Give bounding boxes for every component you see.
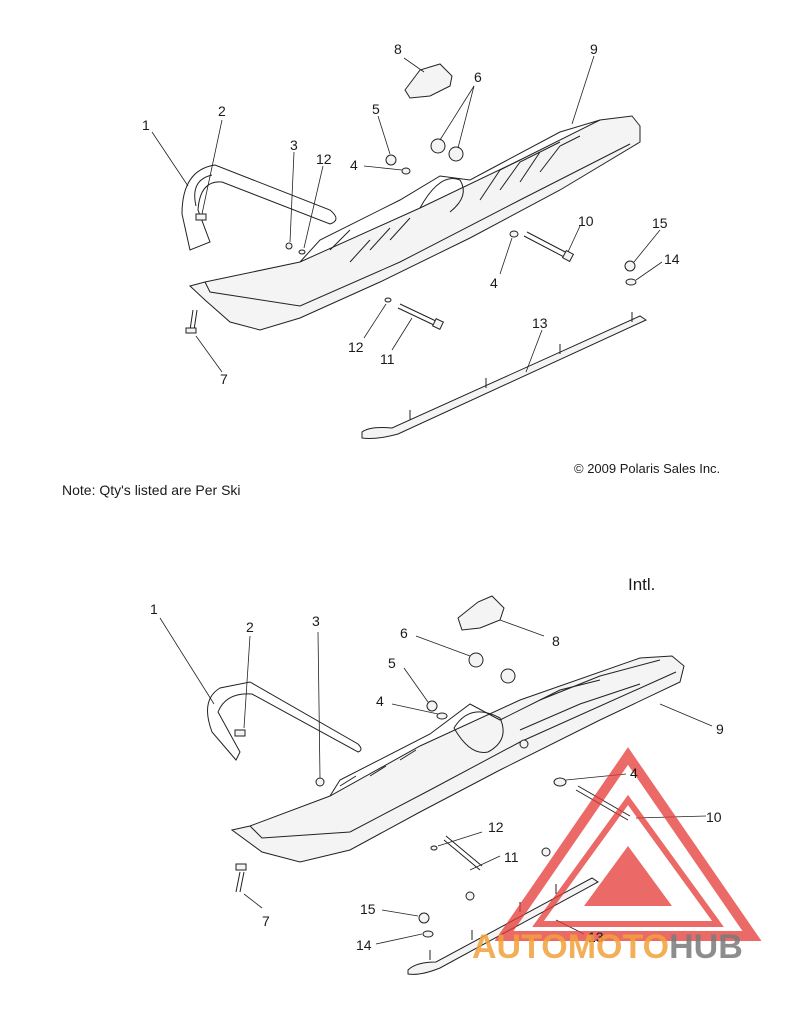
top-callout-1: 1 xyxy=(142,117,150,133)
bottom-callout-4b: 4 xyxy=(630,765,638,781)
bottom-bushing-6b xyxy=(500,668,516,684)
bottom-callout-13: 13 xyxy=(588,929,604,945)
bottom-washer-4b xyxy=(553,777,567,787)
top-callout-10: 10 xyxy=(578,213,594,229)
top-bushing-6a xyxy=(430,138,446,154)
top-callout-14: 14 xyxy=(664,251,680,267)
top-callout-3: 3 xyxy=(290,137,298,153)
bottom-callout-9: 9 xyxy=(716,721,724,737)
top-callout-2: 2 xyxy=(218,103,226,119)
bottom-callout-6: 6 xyxy=(400,625,408,641)
top-bolt-7 xyxy=(189,309,198,331)
bottom-callout-11: 11 xyxy=(504,849,519,865)
top-nut-15 xyxy=(624,260,636,272)
top-wear-bar-13 xyxy=(361,315,648,439)
watermark-text: AUTOMOTOHUB xyxy=(472,928,743,967)
top-callout-5: 5 xyxy=(372,101,380,117)
top-nut-5 xyxy=(385,154,397,166)
top-callout-12b: 12 xyxy=(348,339,364,355)
bottom-bolt-7 xyxy=(235,871,245,893)
bottom-nut-3 xyxy=(315,777,325,787)
top-washer-4b xyxy=(509,230,519,238)
bottom-nut-15 xyxy=(418,912,430,924)
top-callout-4a: 4 xyxy=(350,157,358,173)
top-callout-15: 15 xyxy=(652,215,668,231)
bottom-ski-body xyxy=(230,655,685,863)
bottom-callout-1: 1 xyxy=(150,601,158,617)
top-washer-14 xyxy=(625,278,637,286)
bottom-nut-5 xyxy=(426,700,438,712)
top-handle-loop xyxy=(181,164,337,251)
bottom-callout-12: 12 xyxy=(488,819,504,835)
bottom-washer-4a xyxy=(436,712,448,720)
bottom-callout-15: 15 xyxy=(360,901,376,917)
bottom-callout-7: 7 xyxy=(262,913,270,929)
top-callout-11: 11 xyxy=(380,351,395,367)
bottom-bushing-6a xyxy=(468,652,484,668)
top-washer-12b xyxy=(384,297,392,303)
note-text: Note: Qty's listed are Per Ski xyxy=(62,482,241,498)
watermark-auto: AUTO xyxy=(472,928,568,966)
top-callout-6: 6 xyxy=(474,69,482,85)
top-ski-body xyxy=(188,115,641,331)
top-bushing-6b xyxy=(448,146,464,162)
top-bolt-10 xyxy=(523,231,570,259)
bottom-callout-8: 8 xyxy=(552,633,560,649)
bottom-callout-14: 14 xyxy=(356,937,372,953)
bottom-callout-10: 10 xyxy=(706,809,722,825)
top-nut-3 xyxy=(285,242,293,250)
top-callout-4b: 4 xyxy=(490,275,498,291)
watermark-hub: HUB xyxy=(669,928,743,966)
top-washer-12a xyxy=(298,249,306,255)
bottom-washer-12 xyxy=(430,845,438,851)
intl-label: Intl. xyxy=(628,575,656,594)
bottom-callout-5: 5 xyxy=(388,655,396,671)
bottom-callout-4a: 4 xyxy=(376,693,384,709)
top-part-2 xyxy=(195,213,207,221)
bottom-part-2 xyxy=(234,729,246,737)
top-callout-7: 7 xyxy=(220,371,228,387)
top-washer-4a xyxy=(401,167,411,175)
bottom-washer-14 xyxy=(422,930,434,938)
top-leader-lines xyxy=(151,55,663,373)
bottom-bolt-11 xyxy=(443,835,483,871)
top-callout-12a: 12 xyxy=(316,151,332,167)
bottom-part-8 xyxy=(457,595,505,631)
bottom-callout-3: 3 xyxy=(312,613,320,629)
watermark-moto: MOTO xyxy=(567,928,670,966)
bottom-assembly xyxy=(159,595,713,975)
top-callout-8: 8 xyxy=(394,41,402,57)
bottom-callout-2: 2 xyxy=(246,619,254,635)
top-callout-13: 13 xyxy=(532,315,548,331)
top-bolt-11 xyxy=(397,303,439,327)
copyright-text: © 2009 Polaris Sales Inc. xyxy=(574,461,721,476)
top-callout-9: 9 xyxy=(590,41,598,57)
top-part-8 xyxy=(404,63,453,99)
bottom-handle-loop xyxy=(207,681,362,761)
watermark-logo xyxy=(494,747,762,941)
top-assembly xyxy=(151,55,663,439)
